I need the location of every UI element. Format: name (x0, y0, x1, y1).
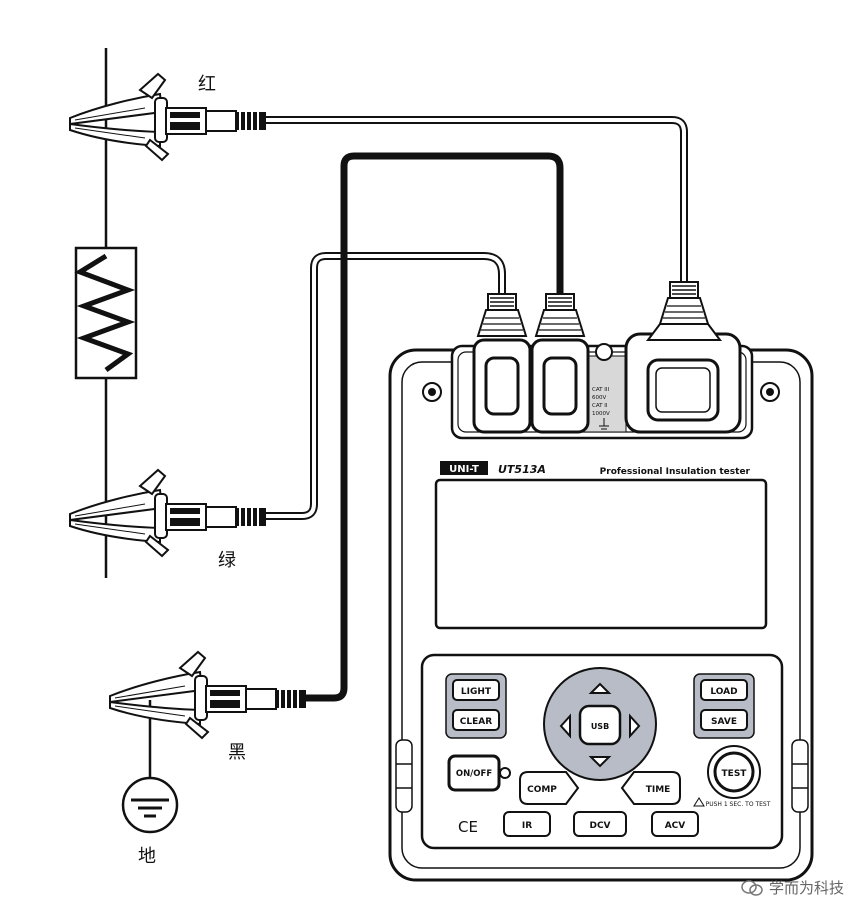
svg-text:TIME: TIME (646, 785, 671, 795)
watermark: 学而为科技 (741, 877, 844, 898)
svg-text:LIGHT: LIGHT (461, 687, 492, 697)
svg-text:PUSH 1 SEC. TO TEST: PUSH 1 SEC. TO TEST (706, 801, 771, 808)
chat-bubble-icon (741, 879, 763, 896)
acv-button[interactable]: ACV (651, 811, 699, 837)
right-arrow-button[interactable] (629, 713, 641, 739)
label-ground: 地 (138, 846, 156, 867)
ir-button[interactable]: IR (503, 811, 551, 837)
label-black: 黑 (228, 742, 246, 763)
test-note: PUSH 1 SEC. TO TEST (693, 797, 771, 808)
svg-text:SAVE: SAVE (711, 717, 737, 727)
onoff-button[interactable]: ON/OFF (447, 754, 511, 792)
black-clip (109, 651, 307, 739)
usb-button[interactable]: USB (578, 704, 622, 746)
rating-line-1: CAT III (592, 387, 610, 393)
left-arrow-button[interactable] (559, 713, 571, 739)
green-plug (477, 293, 527, 337)
rating-line-4: 1000V (592, 411, 610, 417)
label-green: 绿 (218, 550, 236, 571)
ground-symbol (121, 700, 179, 834)
label-red: 红 (198, 74, 216, 95)
model-label: UT513A (498, 463, 546, 476)
load-button[interactable]: LOAD (700, 679, 748, 701)
green-clip (69, 469, 267, 557)
svg-text:USB: USB (591, 722, 609, 731)
svg-text:LOAD: LOAD (710, 687, 737, 697)
red-plug (646, 281, 722, 341)
red-clip (69, 73, 267, 161)
light-button[interactable]: LIGHT (452, 679, 500, 701)
clear-button[interactable]: CLEAR (452, 709, 500, 731)
svg-text:ON/OFF: ON/OFF (456, 769, 492, 779)
dcv-button[interactable]: DCV (573, 811, 627, 837)
up-arrow-button[interactable] (588, 682, 612, 694)
test-button[interactable]: TEST (707, 745, 761, 799)
time-button[interactable]: TIME (620, 771, 681, 805)
down-arrow-button[interactable] (588, 756, 612, 768)
svg-text:TEST: TEST (722, 769, 748, 779)
rating-line-2: 600V (592, 395, 606, 401)
subtitle-label: Professional Insulation tester (600, 467, 751, 477)
ce-mark: CE (458, 818, 478, 836)
brand-bar: UNI-T UT513A Professional Insulation tes… (440, 461, 751, 477)
resistor-zigzag (74, 253, 136, 373)
black-plug (535, 293, 585, 337)
comp-button[interactable]: COMP (519, 771, 580, 805)
svg-text:COMP: COMP (527, 785, 557, 795)
svg-text:CLEAR: CLEAR (460, 717, 492, 727)
brand-logo: UNI-T (449, 464, 479, 475)
lcd-display (434, 478, 768, 630)
save-button[interactable]: SAVE (700, 709, 748, 731)
lead-wires (262, 116, 688, 702)
svg-text:DCV: DCV (589, 821, 610, 831)
terminal-rating: CAT III 600V CAT II 1000V (592, 387, 610, 430)
svg-text:ACV: ACV (665, 821, 686, 831)
rating-line-3: CAT II (592, 403, 608, 409)
test-circuit (74, 48, 138, 578)
svg-text:IR: IR (522, 821, 532, 831)
terminal-block (450, 332, 754, 440)
watermark-text: 学而为科技 (768, 879, 844, 897)
